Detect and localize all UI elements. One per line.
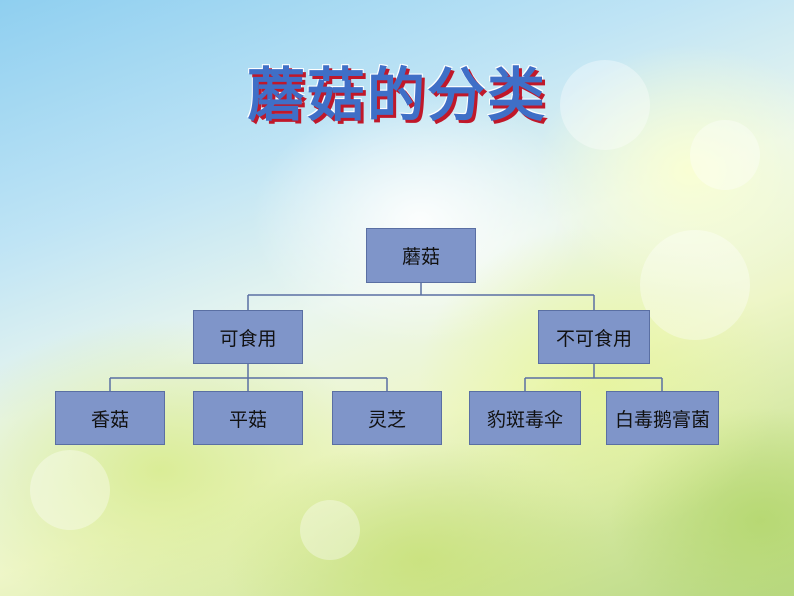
- slide-title: 蘑菇的分类: [246, 61, 547, 129]
- node-lingzhi: 灵芝: [332, 391, 442, 445]
- node-panther-amanita: 豹斑毒伞: [469, 391, 581, 445]
- node-destroying-angel: 白毒鹅膏菌: [606, 391, 719, 445]
- node-oyster-mushroom: 平菇: [193, 391, 303, 445]
- bokeh-light: [30, 450, 110, 530]
- node-inedible: 不可食用: [538, 310, 650, 364]
- bokeh-light: [690, 120, 760, 190]
- node-edible: 可食用: [193, 310, 303, 364]
- bokeh-light: [560, 60, 650, 150]
- bokeh-light: [300, 500, 360, 560]
- node-root: 蘑菇: [366, 228, 476, 283]
- node-shiitake: 香菇: [55, 391, 165, 445]
- bokeh-light: [640, 230, 750, 340]
